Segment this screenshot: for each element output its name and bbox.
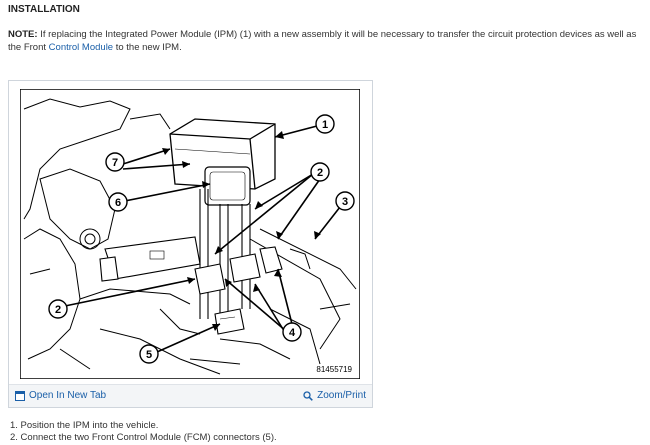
note-text-after: to the new IPM. bbox=[113, 41, 182, 53]
section-heading: INSTALLATION bbox=[8, 4, 80, 15]
callout-5: 5 bbox=[146, 349, 152, 361]
figure-container: 1 2 3 7 6 2 4 5 81455719 Open In New Tab… bbox=[8, 80, 373, 408]
open-in-new-tab-icon bbox=[15, 390, 25, 401]
zoom-print-button[interactable]: Zoom/Print bbox=[303, 390, 366, 401]
callout-7: 7 bbox=[112, 157, 118, 169]
step-item: 2. Connect the two Front Control Module … bbox=[10, 432, 277, 443]
note-label: NOTE: bbox=[8, 29, 38, 40]
open-in-new-tab-button[interactable]: Open In New Tab bbox=[15, 390, 106, 401]
callout-4: 4 bbox=[289, 327, 296, 339]
installation-steps: 1. Position the IPM into the vehicle. 2.… bbox=[10, 420, 277, 444]
callout-3: 3 bbox=[342, 196, 348, 208]
callout-2-left: 2 bbox=[55, 304, 61, 316]
zoom-icon bbox=[303, 390, 313, 401]
step-item: 1. Position the IPM into the vehicle. bbox=[10, 420, 159, 431]
figure-toolbar: Open In New Tab Zoom/Print bbox=[9, 384, 372, 407]
callout-6: 6 bbox=[115, 197, 121, 209]
ipm-installation-diagram[interactable]: 1 2 3 7 6 2 4 5 81455719 bbox=[20, 89, 360, 379]
note-paragraph: NOTE: If replacing the Integrated Power … bbox=[8, 29, 640, 54]
open-in-new-tab-label: Open In New Tab bbox=[29, 390, 107, 401]
control-module-link[interactable]: Control Module bbox=[48, 41, 114, 53]
callout-circles bbox=[48, 114, 355, 364]
note-text-before: If replacing the Integrated Power Module… bbox=[8, 29, 637, 53]
callout-2-right: 2 bbox=[317, 167, 323, 179]
figure-id: 81455719 bbox=[316, 365, 352, 374]
callout-1: 1 bbox=[322, 119, 328, 131]
zoom-print-label: Zoom/Print bbox=[317, 390, 366, 401]
